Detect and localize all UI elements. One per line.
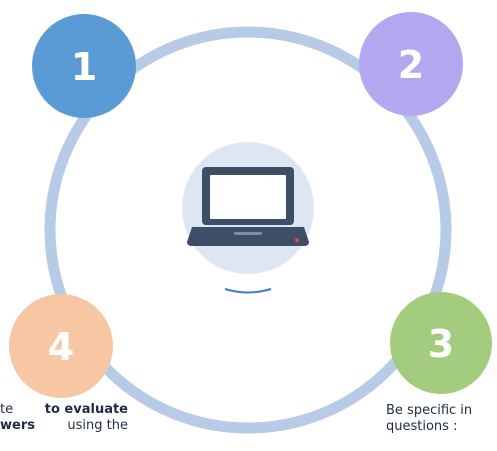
step-3-caption: Be specific in questions : — [386, 403, 497, 435]
step-node-1: 1 — [32, 14, 136, 118]
step-3-caption-line2: questions : — [386, 419, 458, 434]
step-4-caption-line2-bold: wers — [0, 418, 35, 433]
step-4-caption: te to evaluate wers using the — [0, 402, 128, 434]
step-number-3: 3 — [428, 322, 454, 366]
step-node-3: 3 — [390, 292, 492, 394]
step-number-2: 2 — [398, 43, 424, 87]
step-3-caption-line1: Be specific in — [386, 403, 473, 418]
laptop-icon — [187, 167, 309, 246]
step-node-2: 2 — [359, 12, 463, 116]
cycle-ring — [44, 26, 452, 434]
step-number-1: 1 — [71, 45, 97, 89]
step-number-4: 4 — [48, 325, 74, 369]
step-4-caption-line1-start: te — [0, 402, 14, 417]
step-node-4: 4 — [9, 294, 113, 398]
step-4-caption-line1-bold: to evaluate — [44, 402, 128, 417]
step-4-caption-line2-end: using the — [67, 418, 128, 433]
center-hub — [182, 142, 314, 294]
